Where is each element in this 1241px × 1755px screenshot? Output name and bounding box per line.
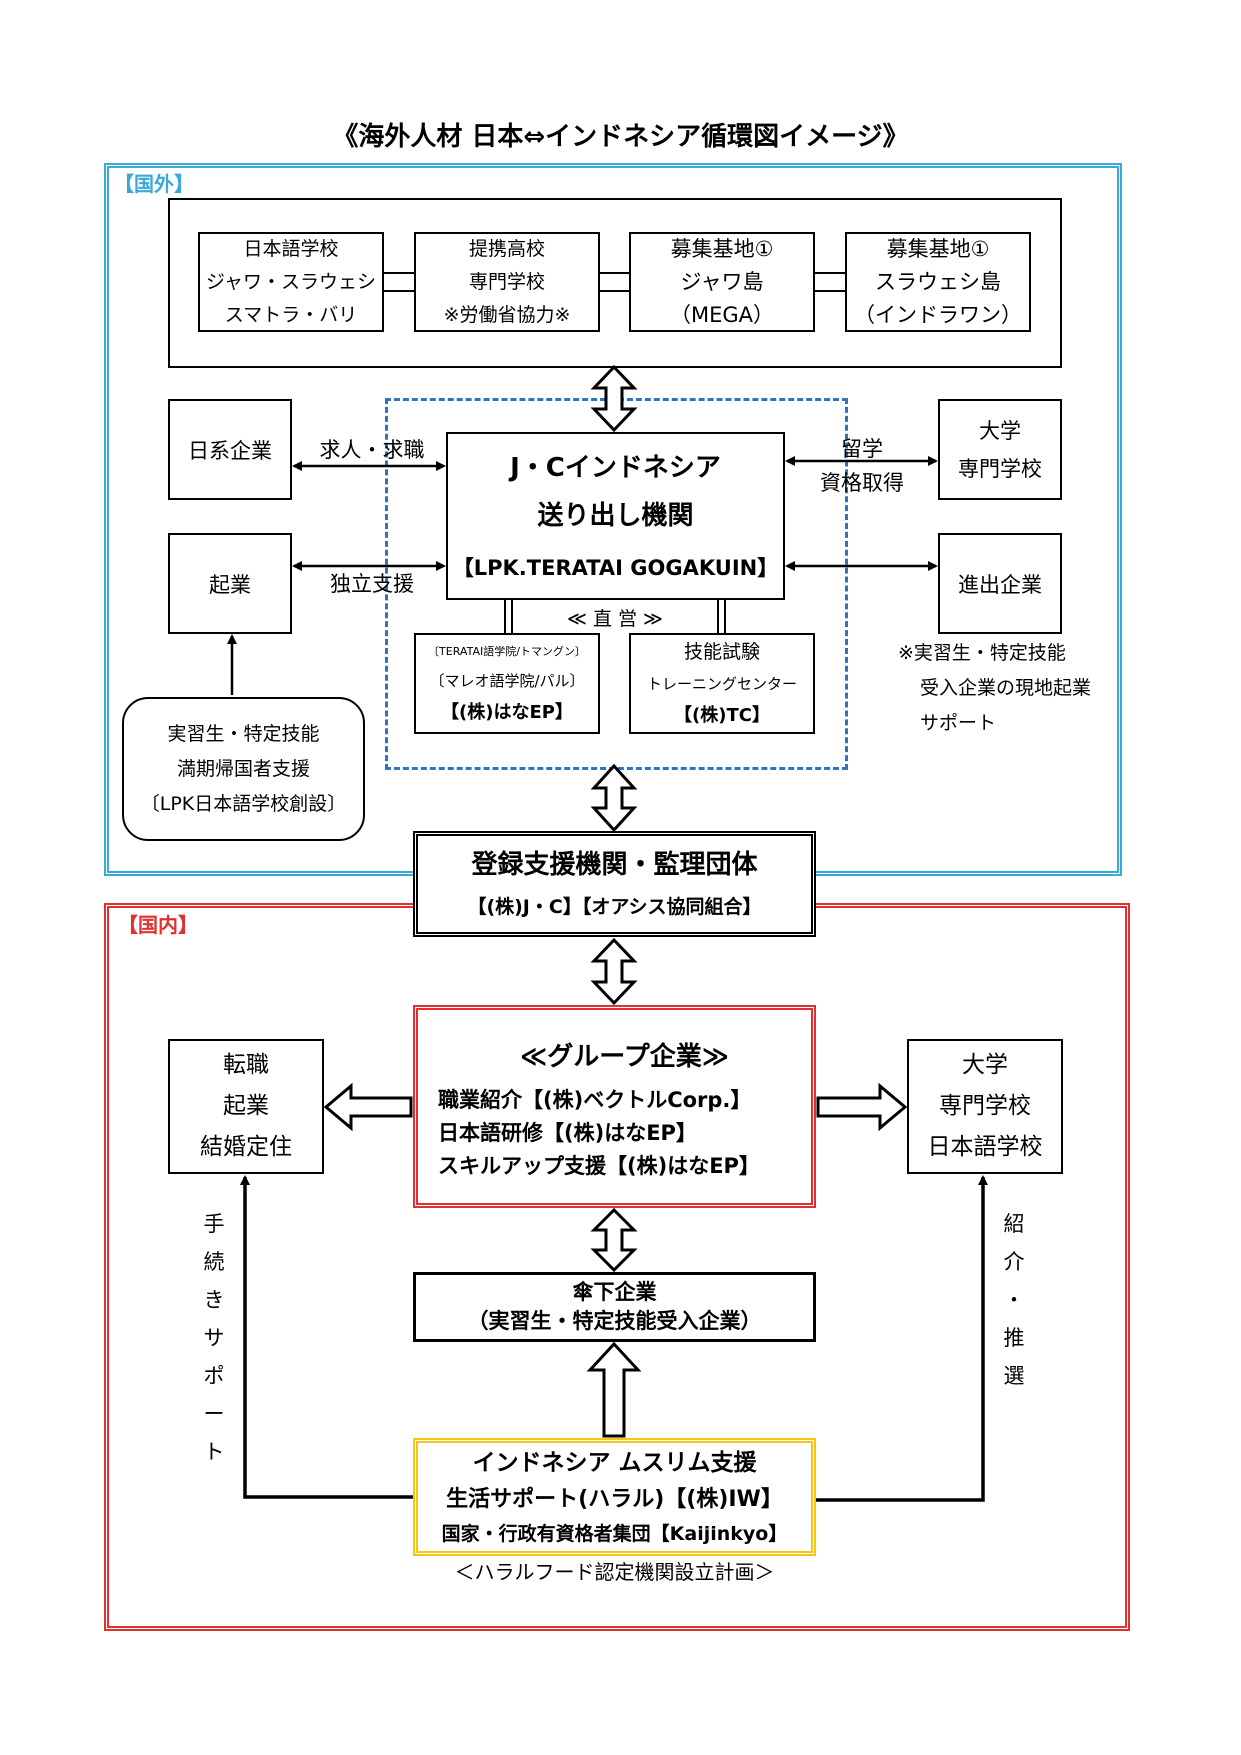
hana-ep-box: 〔TERATAI語学院/トマングン〕 〔マレオ語学院/パル〕 【(株)はなEP】 bbox=[414, 633, 600, 734]
overseas-label: 【国外】 bbox=[114, 172, 194, 196]
expanding-company-note: ※実習生・特定技能 受入企業の現地起業 サポート bbox=[898, 642, 1092, 734]
returnee-support-box: 実習生・特定技能 満期帰国者支援 〔LPK日本語学校創設〕 bbox=[122, 697, 365, 841]
career-change-box: 転職 起業 結婚定住 bbox=[168, 1039, 324, 1174]
direct-management-label: ≪ 直 営 ≫ bbox=[540, 604, 690, 631]
recruit-base-java: 募集基地① ジャワ島 （MEGA） bbox=[629, 232, 815, 332]
domestic-school-box: 大学 専門学校 日本語学校 bbox=[907, 1039, 1063, 1174]
procedure-elbow-arrow bbox=[240, 1175, 413, 1499]
hollow-left-arrow bbox=[323, 1082, 413, 1132]
expanding-company-box: 進出企業 bbox=[938, 533, 1062, 634]
hollow-up-arrow bbox=[586, 1341, 642, 1438]
hollow-right-arrow bbox=[816, 1082, 908, 1132]
startup-box: 起業 bbox=[168, 533, 292, 634]
introduction-recommendation-label: 紹 介 ・ 推 選 bbox=[1003, 1212, 1025, 1388]
introduction-elbow-arrow bbox=[816, 1175, 988, 1502]
registration-support-box: 登録支援機関・監理団体 【(株)J・C】【オアシス協同組合】 bbox=[413, 831, 816, 937]
direct-connectors bbox=[504, 600, 726, 633]
recruit-base-sulawesi: 募集基地① スラウェシ島 （インドラワン） bbox=[845, 232, 1031, 332]
procedure-support-label: 手 続 き サ ポ ー ト bbox=[203, 1212, 225, 1464]
hollow-vertical-arrows bbox=[590, 364, 638, 1273]
page-title: 《海外人材 日本⇔インドネシア循環図イメージ》 bbox=[332, 122, 909, 152]
japanese-company-box: 日系企業 bbox=[168, 399, 292, 500]
domestic-label: 【国内】 bbox=[118, 913, 198, 937]
thin-double-arrows bbox=[292, 456, 938, 571]
group-companies-box: ≪グループ企業≫ 職業紹介【(株)ベクトルCorp.】 日本語研修【(株)はなE… bbox=[413, 1005, 816, 1208]
university-box: 大学 専門学校 bbox=[938, 399, 1062, 500]
subsidiary-companies-box: 傘下企業 （実習生・特定技能受入企業） bbox=[413, 1272, 816, 1342]
muslim-support-box: インドネシア ムスリム支援 生活サポート(ハラル)【(株)IW】 国家・行政有資… bbox=[413, 1438, 816, 1556]
independence-support-label: 独立支援 bbox=[330, 572, 414, 596]
jc-indonesia-box: J・Cインドネシア 送り出し機関 【LPK.TERATAI GOGAKUIN】 bbox=[446, 432, 785, 600]
job-seeking-label: 求人・求職 bbox=[319, 438, 425, 462]
school-partner-highschool: 提携高校 専門学校 ※労働省協力※ bbox=[414, 232, 600, 332]
halal-plan-label: ＜ハラルフード認定機関設立計画＞ bbox=[454, 1560, 775, 1584]
school-japanese-language: 日本語学校 ジャワ・スラウェシ スマトラ・バリ bbox=[198, 232, 384, 332]
school-connectors bbox=[384, 272, 845, 292]
tc-training-center-box: 技能試験 トレーニングセンター 【(株)TC】 bbox=[629, 633, 815, 734]
